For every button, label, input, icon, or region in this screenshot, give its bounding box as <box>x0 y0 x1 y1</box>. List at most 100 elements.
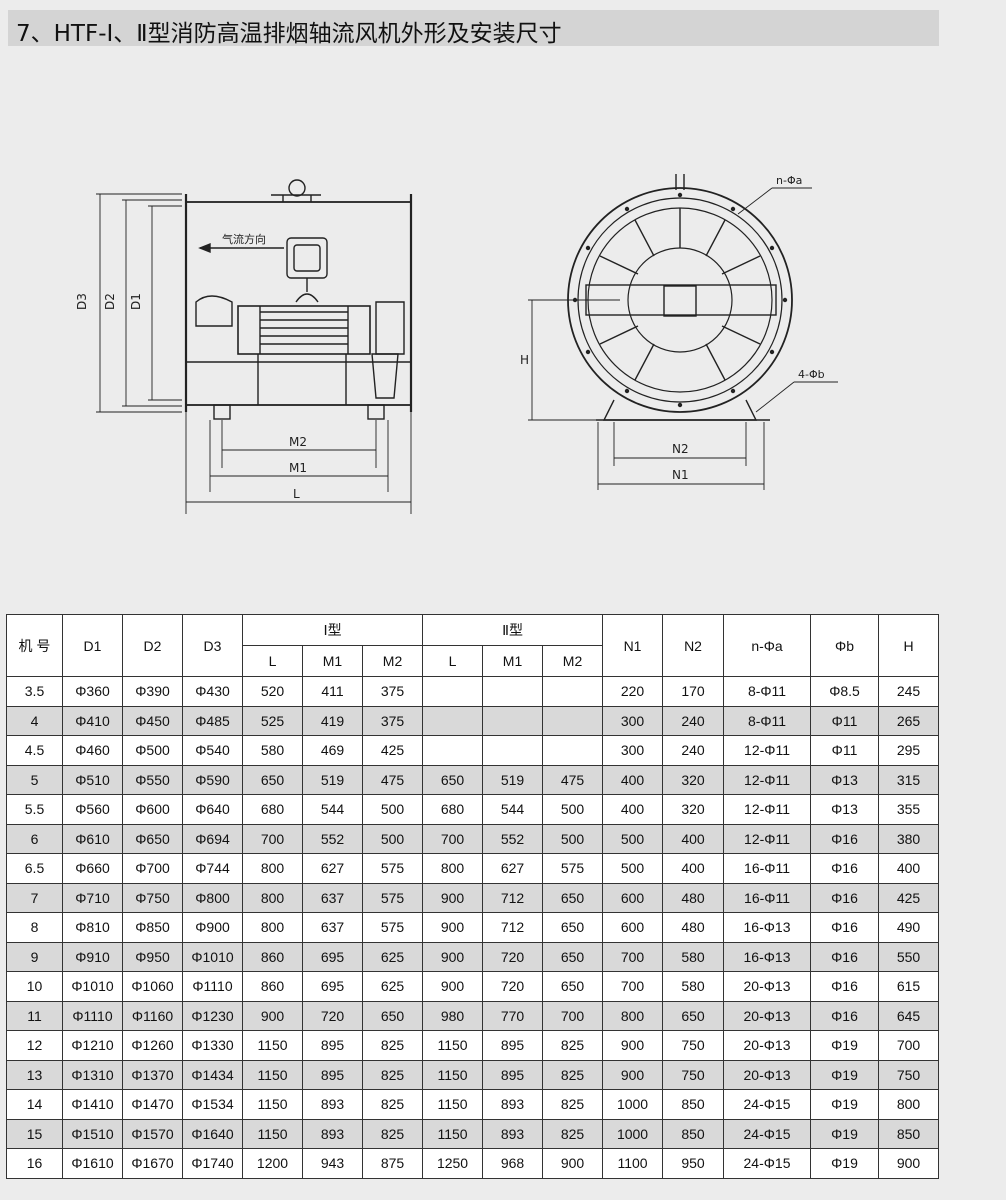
table-cell: 265 <box>878 705 940 736</box>
table-cell: 1000 <box>602 1089 664 1120</box>
drawing-canvas: D3 D2 D1 气流方向 M2 M1 L <box>75 174 838 514</box>
table-cell: 425 <box>878 882 940 913</box>
table-cell: Φ900 <box>182 912 243 943</box>
table-cell: Φ19 <box>810 1148 880 1179</box>
table-cell: 7 <box>6 882 63 913</box>
table-cell: 375 <box>361 705 424 736</box>
table-cell: 800 <box>602 1000 664 1031</box>
table-cell: 720 <box>302 1000 363 1031</box>
table-cell: Φ1610 <box>62 1148 123 1179</box>
header-h: H <box>878 614 940 677</box>
table-cell: Φ590 <box>182 764 243 795</box>
table-cell: 700 <box>242 823 303 854</box>
table-cell: 625 <box>361 941 424 972</box>
table-cell: Φ1230 <box>182 1000 243 1031</box>
table-cell: 1150 <box>422 1059 484 1090</box>
table-cell: Φ1740 <box>182 1148 243 1179</box>
table-cell: 627 <box>302 853 363 884</box>
table-cell: 600 <box>602 912 664 943</box>
table-cell: Φ1060 <box>122 971 183 1002</box>
table-cell: Φ11 <box>810 705 880 736</box>
table-cell: Φ19 <box>810 1089 880 1120</box>
table-cell: 5 <box>6 764 63 795</box>
table-cell: 825 <box>361 1059 424 1090</box>
table-cell: 240 <box>662 735 725 766</box>
page-title: 7、HTF-Ⅰ、Ⅱ型消防高温排烟轴流风机外形及安装尺寸 <box>16 21 562 47</box>
junction-box-icon <box>286 237 328 279</box>
table-cell <box>422 705 484 736</box>
table-cell: 300 <box>602 735 664 766</box>
table-cell: Φ910 <box>62 941 123 972</box>
table-cell: 8 <box>6 912 63 943</box>
table-cell: Φ16 <box>810 941 880 972</box>
table-cell: 770 <box>482 1000 544 1031</box>
table-cell: 11 <box>6 1000 63 1031</box>
header-model: 机 号 <box>6 614 63 677</box>
table-cell: 1150 <box>422 1089 484 1120</box>
table-cell: 1150 <box>422 1030 484 1061</box>
technical-drawing: D3 D2 D1 气流方向 M2 M1 L <box>0 150 1006 530</box>
table-cell: Φ13 <box>810 794 880 825</box>
table-cell: Φ694 <box>182 823 243 854</box>
header-type1: Ⅰ型 <box>241 614 424 646</box>
table-cell: Φ700 <box>122 853 183 884</box>
table-cell: 16-Φ13 <box>723 912 812 943</box>
table-header: 机 号 D1 D2 D3 Ⅰ型 Ⅱ型 N1 N2 n-Φa Φb H L M1 … <box>6 614 940 677</box>
table-cell: 1250 <box>422 1148 484 1179</box>
label-d3: D3 <box>75 293 89 310</box>
table-cell: 500 <box>602 853 664 884</box>
table-cell: 695 <box>302 941 363 972</box>
table-cell: Φ600 <box>122 794 183 825</box>
table-cell: 700 <box>422 823 484 854</box>
table-cell: 12-Φ11 <box>723 823 812 854</box>
table-cell: Φ800 <box>182 882 243 913</box>
table-cell: 900 <box>878 1148 940 1179</box>
table-cell: 400 <box>878 853 940 884</box>
table-cell: 895 <box>482 1059 544 1090</box>
table-cell: 825 <box>542 1059 604 1090</box>
table-cell: 500 <box>542 794 604 825</box>
table-cell: 800 <box>422 853 484 884</box>
table-cell: 475 <box>542 764 604 795</box>
table-cell: Φ16 <box>810 971 880 1002</box>
table-cell: 875 <box>361 1148 424 1179</box>
table-cell: 315 <box>878 764 940 795</box>
table-cell: Φ540 <box>182 735 243 766</box>
table-cell: Φ1434 <box>182 1059 243 1090</box>
table-cell: Φ810 <box>62 912 123 943</box>
table-cell: Φ750 <box>122 882 183 913</box>
table-cell: Φ19 <box>810 1059 880 1090</box>
table-cell: Φ1510 <box>62 1118 123 1149</box>
table-cell: 900 <box>602 1059 664 1090</box>
table-cell: 800 <box>878 1089 940 1120</box>
table-cell: 900 <box>422 882 484 913</box>
table-cell: 968 <box>482 1148 544 1179</box>
table-cell: 720 <box>482 971 544 1002</box>
label-l: L <box>293 487 300 501</box>
table-cell: Φ16 <box>810 1000 880 1031</box>
table-cell: 1000 <box>602 1118 664 1149</box>
hub-icon <box>627 247 733 353</box>
table-cell: Φ19 <box>810 1030 880 1061</box>
table-cell: Φ560 <box>62 794 123 825</box>
table-cell: 6.5 <box>6 853 63 884</box>
table-cell: 4 <box>6 705 63 736</box>
table-cell: Φ1470 <box>122 1089 183 1120</box>
table-cell: 500 <box>602 823 664 854</box>
table-cell: 860 <box>242 941 303 972</box>
table-cell: Φ1570 <box>122 1118 183 1149</box>
table-cell: Φ1640 <box>182 1118 243 1149</box>
table-cell: Φ1670 <box>122 1148 183 1179</box>
table-cell <box>422 676 484 707</box>
table-cell: 300 <box>602 705 664 736</box>
table-cell: 400 <box>662 853 725 884</box>
table-cell: 13 <box>6 1059 63 1090</box>
table-cell: Φ430 <box>182 676 243 707</box>
table-cell: 20-Φ13 <box>723 1059 812 1090</box>
table-cell: 10 <box>6 971 63 1002</box>
lifting-eye-icon <box>288 179 306 197</box>
